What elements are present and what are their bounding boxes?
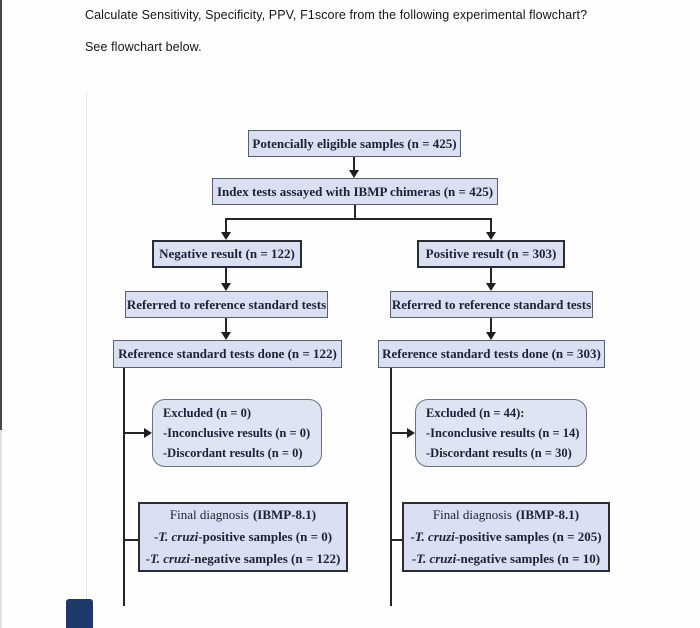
- arrow-down-icon: [486, 332, 496, 340]
- node-tests-done-left: Reference standard tests done (n = 122): [113, 340, 342, 368]
- final-negative-line: -T. cruzi-negative samples (n = 122): [146, 548, 341, 570]
- connector-line: [225, 268, 227, 284]
- connector-line: [225, 218, 227, 233]
- excluded-inconclusive: -Inconclusive results (n = 0): [163, 426, 311, 440]
- species-name: T. cruzi: [416, 551, 457, 566]
- question-text: Calculate Sensitivity, Specificity, PPV,…: [85, 8, 588, 22]
- node-final-diagnosis-right: Final diagnosis(IBMP-8.1) -T. cruzi-posi…: [402, 502, 610, 572]
- final-positive-text: -positive samples (n = 205): [454, 529, 602, 544]
- node-tests-done-right: Reference standard tests done (n = 303): [378, 340, 605, 368]
- node-referred-left: Referred to reference standard tests: [125, 291, 328, 318]
- connector-line: [390, 539, 402, 541]
- bottom-accent-bar: [66, 599, 93, 628]
- arrow-down-icon: [221, 332, 231, 340]
- node-excluded-left: Excluded (n = 0) -Inconclusive results (…: [152, 399, 322, 467]
- dash: -: [145, 551, 150, 566]
- node-excluded-right: Excluded (n = 44): -Inconclusive results…: [415, 399, 587, 467]
- species-name: T. cruzi: [149, 551, 190, 566]
- connector-line: [123, 432, 145, 434]
- node-final-diagnosis-left: Final diagnosis(IBMP-8.1) -T. cruzi-posi…: [138, 502, 348, 572]
- final-title-line: Final diagnosis(IBMP-8.1): [170, 504, 316, 526]
- connector-line: [390, 432, 408, 434]
- connector-line-left: [123, 368, 125, 606]
- arrow-down-icon: [349, 170, 359, 178]
- dash: -: [411, 551, 417, 566]
- final-title: Final diagnosis: [432, 507, 512, 522]
- node-positive-result: Positive result (n = 303): [417, 240, 565, 268]
- connector-line: [490, 268, 492, 284]
- excluded-discordant: -Discordant results (n = 0): [163, 446, 303, 460]
- excluded-title: Excluded (n = 44):: [426, 406, 525, 420]
- arrow-right-icon: [407, 428, 415, 438]
- final-positive-line: -T. cruzi-positive samples (n = 0): [154, 526, 332, 548]
- final-title-line: Final diagnosis(IBMP-8.1): [433, 504, 579, 526]
- final-title-kit: (IBMP-8.1): [515, 507, 580, 522]
- connector-line: [123, 539, 138, 541]
- question-note: See flowchart below.: [85, 40, 202, 54]
- final-negative-line: -T. cruzi-negative samples (n = 10): [412, 548, 600, 570]
- window-edge-line-faint: [0, 430, 2, 628]
- node-referred-right: Referred to reference standard tests: [390, 291, 593, 318]
- arrow-down-icon: [486, 283, 496, 291]
- species-name: T. cruzi: [158, 529, 199, 544]
- connector-line: [354, 205, 356, 219]
- dash: -: [410, 529, 415, 544]
- arrow-down-icon: [221, 283, 231, 291]
- arrow-down-icon: [221, 232, 231, 240]
- connector-line: [490, 318, 492, 333]
- excluded-discordant: -Discordant results (n = 30): [426, 446, 572, 460]
- final-negative-text: -negative samples (n = 122): [189, 551, 341, 566]
- connector-line: [225, 318, 227, 333]
- dash: -: [153, 529, 159, 544]
- final-title: Final diagnosis: [169, 507, 249, 522]
- window-edge-line: [0, 0, 2, 430]
- node-negative-result: Negative result (n = 122): [152, 240, 302, 268]
- arrow-right-icon: [144, 428, 152, 438]
- connector-branch-line: [225, 218, 492, 220]
- final-negative-text: -negative samples (n = 10): [456, 551, 601, 566]
- connector-line-right: [390, 368, 392, 606]
- arrow-down-icon: [486, 232, 496, 240]
- flowchart-panel-border: [86, 92, 87, 608]
- connector-line: [490, 218, 492, 233]
- excluded-inconclusive: -Inconclusive results (n = 14): [426, 426, 580, 440]
- final-title-kit: (IBMP-8.1): [252, 507, 317, 522]
- excluded-title: Excluded (n = 0): [163, 406, 252, 420]
- final-positive-text: -positive samples (n = 0): [198, 529, 333, 544]
- node-eligible-samples: Potencially eligible samples (n = 425): [248, 130, 461, 157]
- connector-line: [353, 157, 355, 171]
- node-index-tests: Index tests assayed with IBMP chimeras (…: [212, 178, 498, 205]
- species-name: T. cruzi: [414, 529, 455, 544]
- final-positive-line: -T. cruzi-positive samples (n = 205): [410, 526, 601, 548]
